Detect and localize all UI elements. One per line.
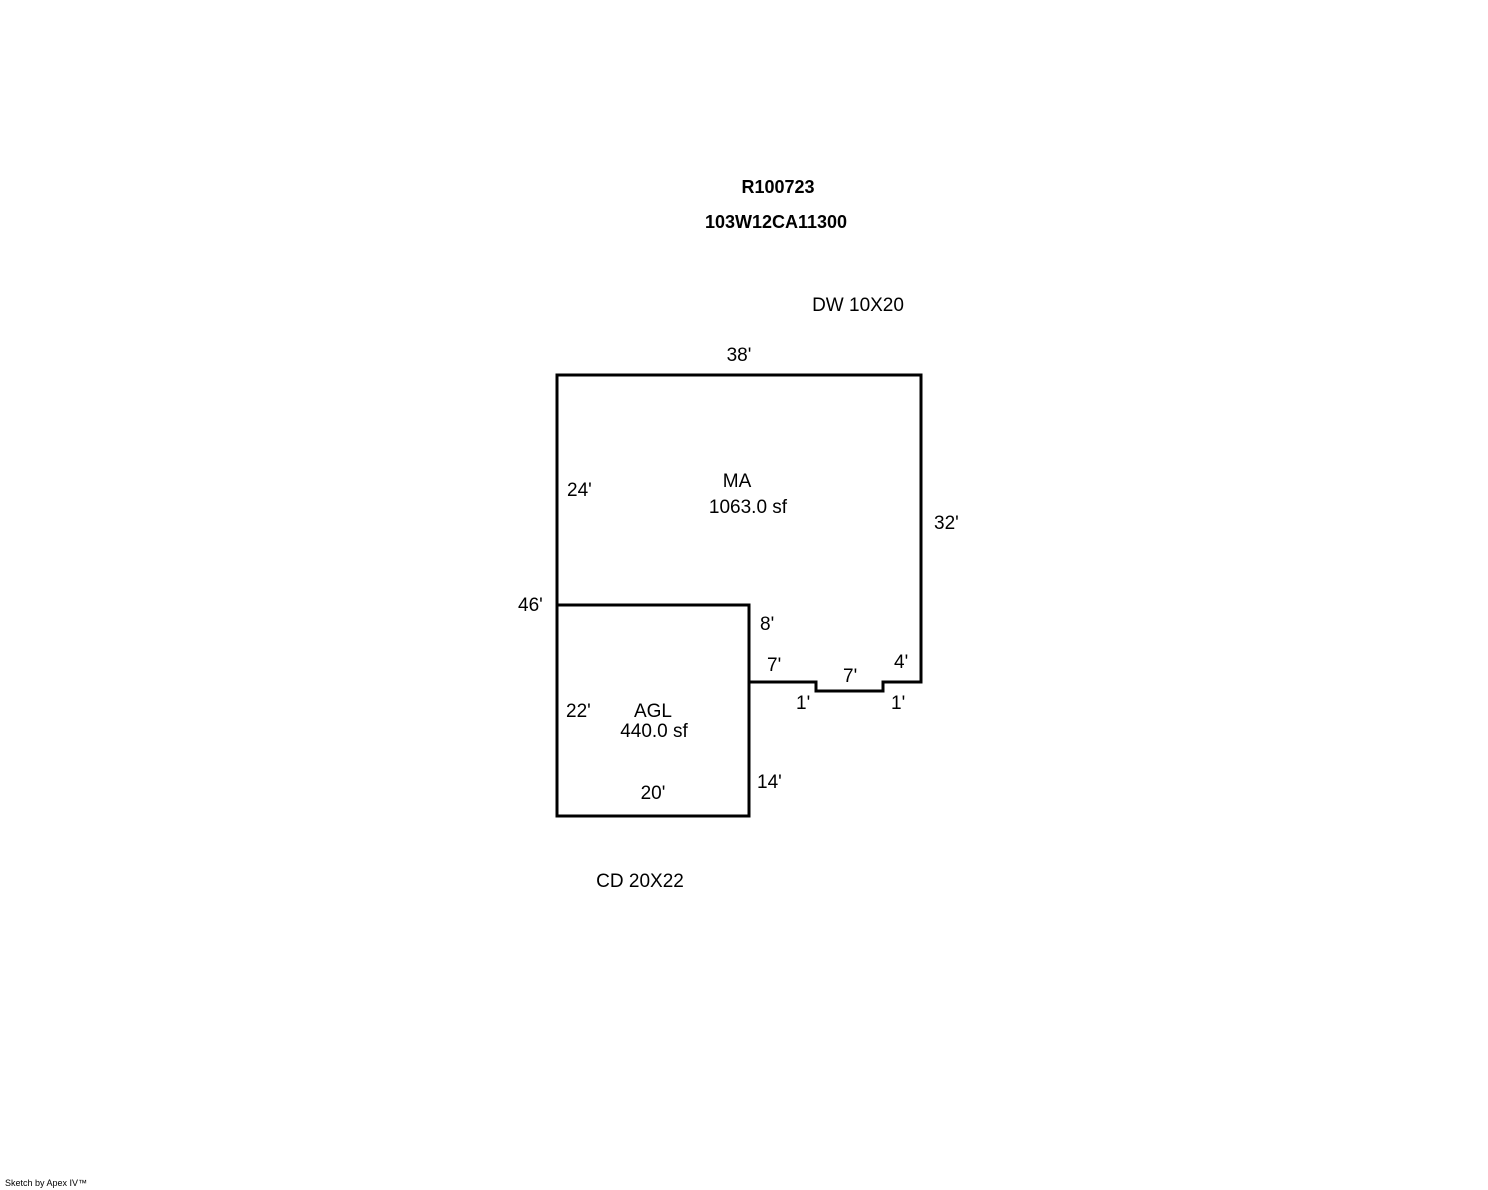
main-area-outline xyxy=(555,373,923,818)
dim-top: 38' xyxy=(726,345,752,366)
dim-notch-right: 1' xyxy=(891,693,906,714)
map-number: 103W12CA11300 xyxy=(704,212,848,232)
garage-area-size: 440.0 sf xyxy=(620,721,688,742)
dim-garage-right-lower: 14' xyxy=(757,772,782,793)
main-area-code: MA xyxy=(722,471,752,492)
dim-garage-left: 22' xyxy=(566,701,591,722)
dim-step-left: 7' xyxy=(767,655,782,676)
dim-left-upper: 24' xyxy=(567,480,592,501)
dim-garage-bottom: 20' xyxy=(640,783,666,804)
garage-divider-line xyxy=(557,603,751,682)
dim-step-mid: 7' xyxy=(843,666,858,687)
dim-right: 32' xyxy=(934,513,959,534)
driveway-note: DW 10X20 xyxy=(812,295,904,316)
dim-step-right: 4' xyxy=(894,652,909,673)
deck-note: CD 20X22 xyxy=(596,871,684,892)
parcel-id: R100723 xyxy=(741,177,815,197)
dim-left-total: 46' xyxy=(518,595,543,616)
garage-area-code: AGL xyxy=(633,701,673,722)
sketch-credit: Sketch by Apex IV™ xyxy=(5,1178,88,1188)
dim-garage-right-upper: 8' xyxy=(760,614,775,635)
dim-notch-left: 1' xyxy=(796,693,811,714)
main-area-size: 1063.0 sf xyxy=(708,497,788,518)
